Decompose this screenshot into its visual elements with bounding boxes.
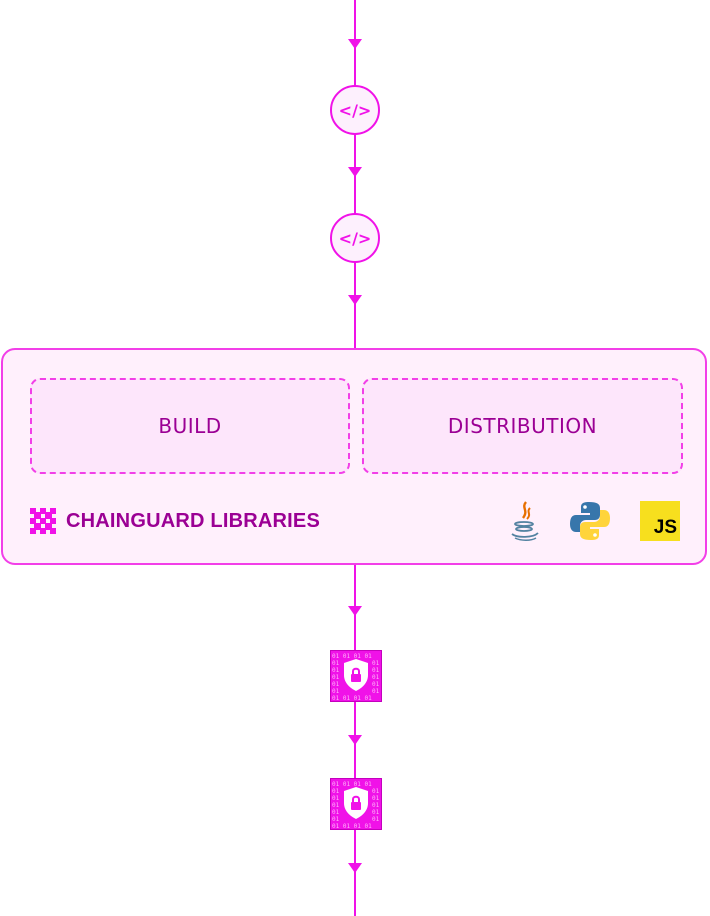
code-icon: </> [338, 228, 372, 248]
chainguard-libraries-panel: BUILD DISTRIBUTION CHAINGUARD LIBRARIES [1, 348, 707, 565]
svg-text:01: 01 [332, 795, 340, 802]
arrow-down-icon [348, 735, 362, 745]
javascript-icon: JS [640, 501, 680, 541]
svg-text:01: 01 [332, 660, 340, 667]
svg-text:01: 01 [372, 809, 380, 816]
svg-text:01 01 01 01: 01 01 01 01 [332, 781, 372, 788]
connector-line [354, 830, 356, 916]
svg-text:01 01 01 01: 01 01 01 01 [332, 695, 372, 702]
svg-text:01: 01 [332, 667, 340, 674]
connector-line [354, 261, 356, 349]
code-icon: </> [338, 100, 372, 120]
code-node[interactable]: </> [330, 85, 380, 135]
svg-text:01: 01 [332, 681, 340, 688]
arrow-down-icon [348, 39, 362, 49]
svg-text:01: 01 [372, 802, 380, 809]
svg-text:01: 01 [372, 816, 380, 823]
svg-text:01: 01 [332, 809, 340, 816]
arrow-down-icon [348, 606, 362, 616]
svg-text:01: 01 [372, 788, 380, 795]
svg-text:01: 01 [332, 816, 340, 823]
arrow-down-icon [348, 167, 362, 177]
svg-text:01: 01 [372, 795, 380, 802]
java-icon [511, 501, 539, 541]
svg-text:01: 01 [372, 660, 380, 667]
chainguard-logo-icon [30, 508, 56, 534]
code-node[interactable]: </> [330, 213, 380, 263]
stage-label: DISTRIBUTION [447, 414, 598, 438]
svg-text:01: 01 [332, 674, 340, 681]
arrow-down-icon [348, 295, 362, 305]
brand-title: CHAINGUARD LIBRARIES [66, 509, 320, 532]
svg-text:01: 01 [332, 788, 340, 795]
svg-text:01: 01 [372, 667, 380, 674]
brand: CHAINGUARD LIBRARIES [30, 508, 320, 534]
stage-distribution[interactable]: DISTRIBUTION [362, 378, 683, 474]
javascript-glyph: JS [653, 517, 677, 538]
python-icon [570, 502, 610, 540]
stage-label: BUILD [158, 414, 222, 438]
svg-text:01: 01 [372, 681, 380, 688]
svg-text:01: 01 [332, 802, 340, 809]
stage-build[interactable]: BUILD [30, 378, 350, 474]
svg-text:01 01 01 01: 01 01 01 01 [332, 653, 372, 660]
svg-text:01: 01 [372, 674, 380, 681]
arrow-down-icon [348, 863, 362, 873]
svg-text:01 01 01 01: 01 01 01 01 [332, 823, 372, 830]
svg-text:01: 01 [332, 688, 340, 695]
svg-text:01: 01 [372, 688, 380, 695]
